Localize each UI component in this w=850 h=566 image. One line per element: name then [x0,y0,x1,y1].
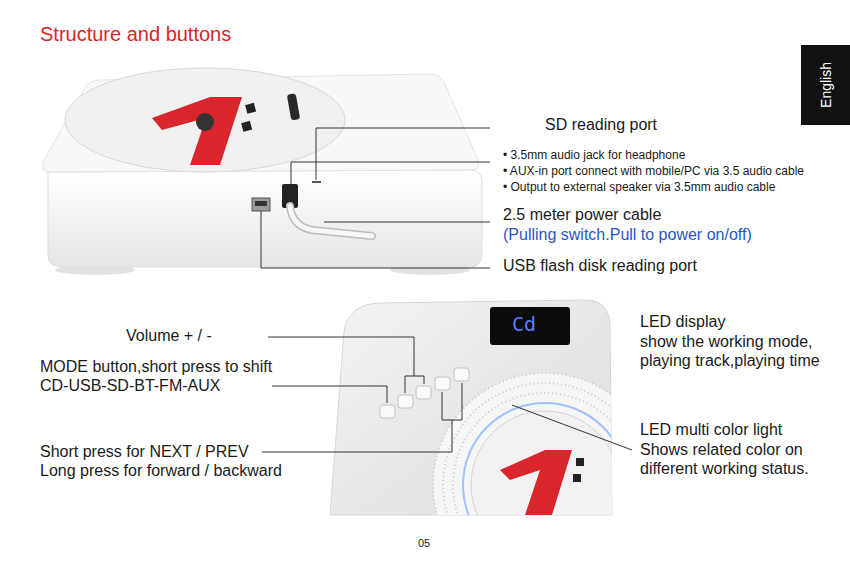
callout-label: MODE button,short press to shift CD-USB-… [40,357,290,395]
callout-label: • 3.5mm audio jack for headphone [503,148,685,162]
spindle [196,113,214,131]
leader-lines [261,128,490,268]
usb-port [252,198,270,211]
leader-line [272,386,387,403]
page-number: 05 [418,537,430,550]
grille-ring [453,393,637,566]
logo-dot [576,458,584,466]
power-cable [290,206,372,236]
grille-ring [443,383,647,566]
button [435,377,450,390]
callout-label: LED multi color light [640,420,782,439]
logo-dot [245,103,256,114]
housing-front [48,170,482,267]
button [398,395,413,408]
logo-dot [573,474,581,482]
button [380,405,395,418]
cd-lid [471,411,619,559]
power-cable-outline [290,206,372,236]
led-display [490,307,570,345]
lid-slot [287,93,300,120]
callout-label: Shows related color on different working… [640,440,840,478]
callout-label: 2.5 meter power cable [503,205,661,224]
callout-label: (Pulling switch.Pull to power on/off) [503,225,752,244]
bracket [442,383,462,420]
display-readout: Cd [512,312,536,336]
leader-line [268,337,414,376]
callout-label: show the working mode, playing track,pla… [640,332,840,370]
page-title: Structure and buttons [40,22,231,46]
language-tab: English [801,45,850,125]
player-back-view [43,68,482,275]
logo [500,450,572,515]
bracket [405,376,424,393]
tab-label: English [818,62,834,108]
grille-ring [433,373,657,566]
sd-slot [312,181,321,183]
callout-label: Volume + / - [126,326,212,345]
cd-lid [65,68,345,172]
leader-line [291,162,490,184]
logo [152,97,242,165]
usb-port-inner [255,201,267,206]
leader-line [324,222,490,223]
callout-label: • AUX-in port connect with mobile/PC via… [503,164,804,178]
speaker-grille [433,373,657,566]
player-front-view [330,300,657,566]
callout-label: • Output to external speaker via 3.5mm a… [503,180,775,194]
leader-line [512,405,632,450]
logo-dot [241,121,252,132]
callout-label: Long press for forward / backward [40,461,282,480]
button [416,386,431,399]
callout-label: Short press for NEXT / PREV [40,442,249,461]
callout-label: LED display [640,312,725,331]
callout-label: USB flash disk reading port [503,256,697,275]
led-light-ring [463,403,627,566]
leader-line [261,211,490,268]
leader-lines [262,337,632,452]
button [454,368,469,381]
callout-label: SD reading port [545,115,657,134]
leader-line [262,420,452,452]
leader-line [316,128,490,180]
